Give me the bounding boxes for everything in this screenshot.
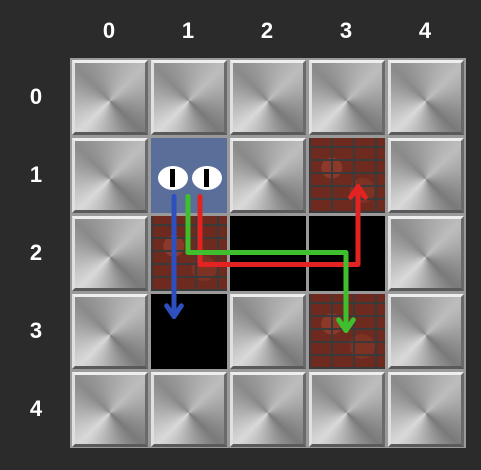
tile-wall-r1-c2 — [230, 138, 306, 213]
column-label-4: 4 — [405, 20, 445, 42]
tile-wall-r0-c2 — [230, 60, 306, 135]
tile-wall-r3-c2 — [230, 294, 306, 369]
tile-wall-r3-c4 — [388, 294, 464, 369]
row-label-3: 3 — [16, 320, 56, 342]
column-label-3: 3 — [326, 20, 366, 42]
tile-wall-r4-c2 — [230, 372, 306, 447]
tile-wall-r1-c0 — [72, 138, 148, 213]
tile-wall-r4-c0 — [72, 372, 148, 447]
tile-wall-r0-c4 — [388, 60, 464, 135]
row-label-2: 2 — [16, 242, 56, 264]
tile-wall-r4-c4 — [388, 372, 464, 447]
column-label-0: 0 — [89, 20, 129, 42]
tile-wall-r1-c4 — [388, 138, 464, 213]
row-label-0: 0 — [16, 86, 56, 108]
tile-empty-r2-c2 — [230, 216, 306, 291]
tile-brick-r2-c1 — [151, 216, 227, 291]
row-label-1: 1 — [16, 164, 56, 186]
game-board — [70, 58, 466, 448]
tile-empty-r3-c1 — [151, 294, 227, 369]
column-label-1: 1 — [168, 20, 208, 42]
row-label-4: 4 — [16, 398, 56, 420]
tile-brick-r3-c3 — [309, 294, 385, 369]
tile-wall-r0-c0 — [72, 60, 148, 135]
tile-wall-r0-c3 — [309, 60, 385, 135]
tile-wall-r2-c4 — [388, 216, 464, 291]
tile-wall-r4-c3 — [309, 372, 385, 447]
tile-wall-r2-c0 — [72, 216, 148, 291]
tile-empty-r2-c3 — [309, 216, 385, 291]
tile-wall-r3-c0 — [72, 294, 148, 369]
tile-brick-r1-c3 — [309, 138, 385, 213]
agent-eyes-icon — [151, 138, 227, 213]
tile-agent-r1-c1 — [151, 138, 227, 213]
tile-wall-r4-c1 — [151, 372, 227, 447]
column-label-2: 2 — [247, 20, 287, 42]
tile-wall-r0-c1 — [151, 60, 227, 135]
